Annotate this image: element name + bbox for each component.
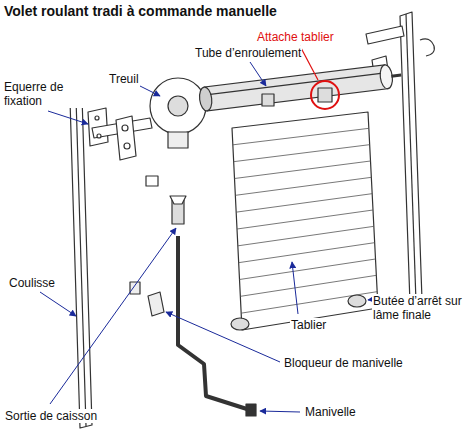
leader-line: [50, 228, 176, 404]
crank: [178, 236, 250, 410]
right-rail: [400, 12, 422, 304]
part-label: Treuil: [108, 72, 140, 86]
rail-groove: [406, 14, 416, 302]
leader-line: [48, 111, 88, 124]
bracket-hole: [97, 134, 101, 138]
leader-line: [260, 411, 300, 412]
slat-line: [236, 194, 372, 213]
stop: [348, 295, 366, 307]
right-hook: [420, 39, 434, 56]
diagram-title: Volet roulant tradi à commande manuelle: [4, 3, 277, 19]
slat-line: [235, 177, 371, 195]
tube-end: [198, 86, 213, 111]
part-label: Tube d’enroulement: [194, 46, 302, 60]
slat-line: [237, 210, 373, 229]
winch-hub: [168, 96, 188, 116]
part-label-highlight: Attache tablier: [256, 30, 335, 44]
support-plate: [116, 116, 136, 160]
leader-line: [292, 262, 298, 314]
apron-clip: [262, 94, 274, 106]
slat-line: [235, 161, 371, 179]
part-label: Equerre de fixation: [3, 80, 83, 108]
box-outlet-head: [170, 196, 186, 204]
leader-line: [40, 292, 76, 316]
part-label: Manivelle: [304, 405, 357, 419]
crank-blocker: [148, 292, 164, 316]
left-rail: [70, 96, 92, 428]
highlight-circle: [311, 81, 339, 109]
slat-line: [234, 145, 370, 162]
rail-groove: [76, 98, 86, 426]
winch-disc: [150, 78, 206, 134]
part-label: Butée d’arrêt sur lâme finale: [372, 294, 470, 322]
apron-panel: [232, 112, 378, 330]
right-bracket-arm: [366, 26, 404, 44]
highlight-leader: [300, 46, 318, 80]
part-label: Coulisse: [8, 276, 56, 290]
plate-hole: [122, 125, 128, 131]
part-label: Bloqueur de manivelle: [283, 356, 404, 370]
slat-line: [238, 226, 374, 246]
leader-line: [166, 312, 280, 362]
slat-line: [233, 128, 369, 145]
slat-line: [240, 275, 376, 296]
tube-axle: [391, 75, 401, 76]
roller-tube: [204, 65, 388, 111]
part-label: Sortie de caisson: [4, 409, 98, 423]
leader-line: [250, 62, 266, 86]
part-label: Tablier: [290, 318, 327, 332]
small-part: [146, 176, 158, 186]
tube-groove: [210, 73, 381, 94]
apron-clip: [318, 88, 332, 102]
winch-gearbox: [168, 132, 188, 148]
crank-handle: [246, 404, 256, 416]
bracket-hole: [95, 116, 99, 120]
plate-hole: [124, 143, 130, 149]
slat-line: [241, 292, 377, 314]
small-part: [130, 282, 140, 294]
slat-line: [239, 243, 375, 263]
stop: [231, 318, 249, 330]
slat-line: [240, 259, 376, 280]
leader-line: [140, 86, 160, 96]
